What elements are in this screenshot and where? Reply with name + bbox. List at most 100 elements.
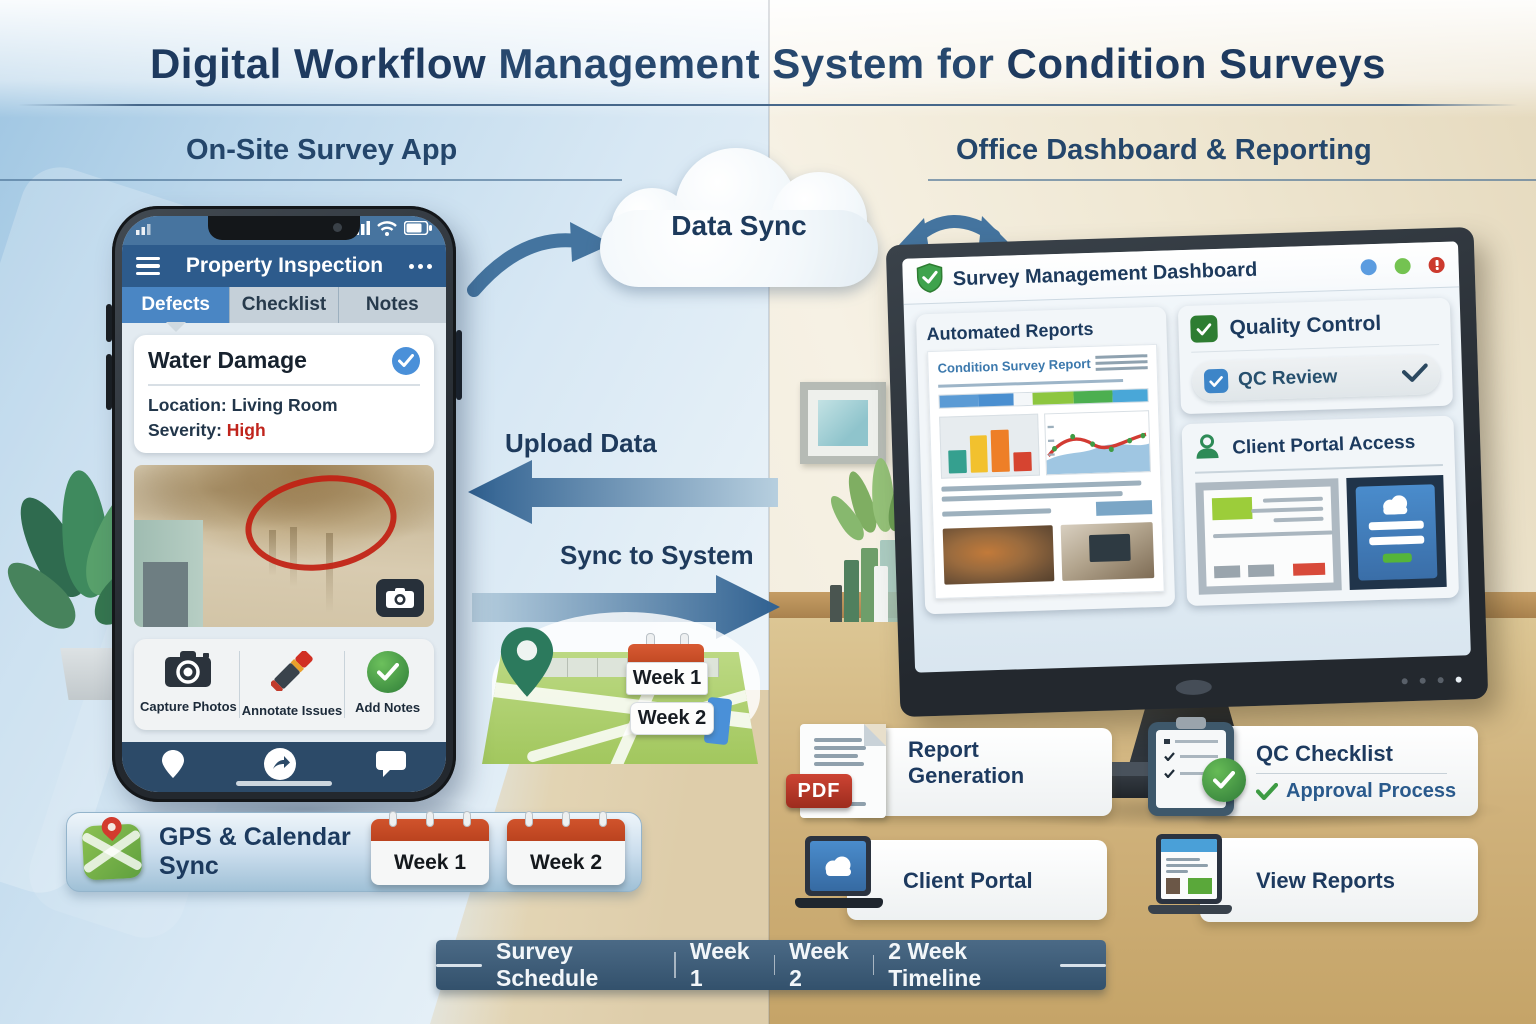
report-photos [942,522,1155,585]
window-dot-green[interactable] [1394,257,1411,274]
wall-picture-frame [800,382,886,464]
qc-review-checkbox[interactable] [1203,368,1229,394]
calendar-week2-card: Week 2 [507,811,625,885]
camera-badge-icon[interactable] [376,578,424,617]
check-circle-icon [366,650,409,693]
calendar-week1-card: Week 1 [371,811,489,885]
report-text-lines [941,480,1153,521]
pdf-badge: PDF [786,774,852,808]
phone-camera-dot [333,223,342,232]
right-section-heading: Office Dashboard & Reporting [956,134,1372,166]
defect-card: Water Damage Location: Living Room Sever… [134,334,434,453]
timeline-label: 2 Week Timeline [888,938,982,991]
page-title-part: Digital Workflow [149,40,487,87]
phone-bottom-nav [122,741,446,792]
chat-icon[interactable] [376,751,407,782]
defect-photo[interactable] [134,464,434,627]
plant-pot [60,648,122,700]
monitor-logo [1175,679,1212,696]
cloud-icon [1383,495,1408,515]
window-dot-blue[interactable] [1360,258,1377,275]
severity-label: Severity: [148,419,227,440]
qc-review-row[interactable]: QC Review [1191,354,1441,402]
calendar-week1-label: Week 1 [394,851,466,874]
phone-tab-bar: Defects Checklist Notes [122,286,446,333]
left-heading-underline [0,179,622,181]
more-options-icon[interactable] [409,263,432,269]
battery-icon [403,220,432,240]
qc-checklist-card[interactable]: QC Checklist Approval Process [1148,717,1478,820]
green-check-icon [1256,783,1278,800]
upload-data-label: Upload Data [505,428,657,458]
tab-defects[interactable]: Defects [122,286,231,333]
condition-survey-report-document[interactable]: Condition Survey Report [927,343,1165,599]
timeline-bar: Survey Schedule Week 1 Week 2 2 Week Tim… [435,938,1107,991]
portal-button-red[interactable] [1292,562,1326,576]
tab-checklist[interactable]: Checklist [230,286,339,323]
book-spine [844,560,859,622]
defect-synced-check-icon[interactable] [392,346,420,375]
sync-to-system-label: Sync to System [560,540,754,570]
water-drip [326,533,333,613]
qc-review-label: QC Review [1237,366,1338,391]
client-portal-title: Client Portal [903,868,1033,893]
marker-icon [270,650,313,696]
view-reports-title: View Reports [1256,868,1395,893]
dashboard-screen: Survey Management Dashboard Automated Re… [902,241,1471,673]
add-notes-button[interactable]: Add Notes [345,650,430,718]
monitor-frame: Survey Management Dashboard Automated Re… [885,226,1489,718]
divider [148,383,420,386]
portal-preview-dark [1346,474,1447,590]
quality-control-panel: Quality Control QC Review [1177,297,1454,415]
portal-green-block [1211,496,1253,521]
separator [773,955,776,975]
defect-severity: Severity: High [148,420,420,441]
person-icon [1194,433,1221,465]
quality-control-heading: Quality Control [1229,311,1382,340]
data-sync-cloud: Data Sync [594,148,884,290]
qc-checklist-title: QC Checklist [1256,741,1393,766]
client-portal-card[interactable]: Client Portal [795,836,1107,924]
client-portal-panel: Client Portal Access [1181,415,1460,607]
page-title-part: Condition Surveys [1006,40,1387,87]
photo-window [143,562,188,627]
view-reports-card[interactable]: View Reports [1148,834,1478,926]
share-icon[interactable] [263,747,297,786]
hamburger-menu-icon[interactable] [136,253,160,280]
report-generation-title: Report Generation [908,737,1025,788]
page-title: Digital Workflow Management System for C… [0,40,1536,88]
monitor-mockup: Survey Management Dashboard Automated Re… [885,226,1489,718]
portal-preview-light [1195,478,1342,595]
report-generation-card[interactable]: Report Generation PDF [786,724,1112,820]
quality-control-checkbox[interactable] [1190,314,1218,343]
gps-map-icon [80,812,144,881]
book-spine [861,548,878,622]
left-section-heading: On-Site Survey App [186,134,458,166]
divider [1191,344,1440,353]
portal-button[interactable] [1247,564,1275,578]
capture-photos-button[interactable]: Capture Photos [138,650,240,718]
annotate-issues-button[interactable]: Annotate Issues [240,650,346,718]
map-pin-icon [500,627,554,697]
severity-value: High [226,419,266,440]
separator [674,952,676,978]
monitor-power-dots [1401,676,1462,685]
tab-notes[interactable]: Notes [338,286,446,323]
signal-bars-icon [136,221,158,240]
report-title: Condition Survey Report [937,355,1091,376]
map-week2-chip: Week 2 [630,702,714,735]
phone-app-title: Property Inspection [185,254,384,278]
location-pin-icon[interactable] [161,750,184,783]
window-dot-red[interactable] [1428,256,1445,273]
separator [872,955,875,975]
picture-art [818,400,868,446]
clipboard-icon [1148,717,1246,816]
portal-button[interactable] [1213,565,1241,579]
map-week1-chip: Week 1 [626,662,708,695]
calendar-header [371,819,489,841]
automated-reports-panel: Automated Reports Condition Survey Repor… [915,306,1176,615]
title-underline [18,104,1518,106]
report-rule [938,378,1123,388]
phone-mockup: Property Inspection Defects Checklist No… [112,206,456,802]
